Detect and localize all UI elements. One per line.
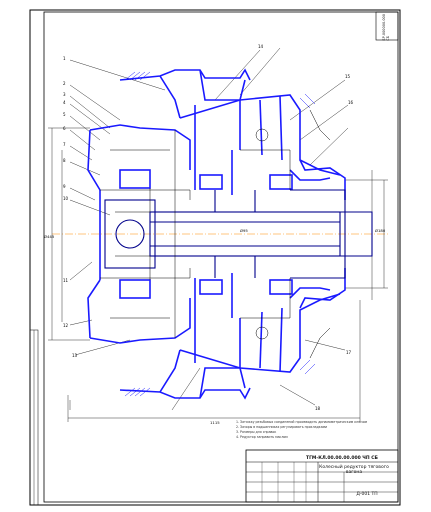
cross-section-upper — [87, 68, 346, 280]
callout-3: 3 — [63, 92, 66, 97]
inner-frame — [43, 11, 399, 503]
note-line: 1. Затяжку резьбовых соединений производ… — [236, 420, 368, 424]
callout-2: 2 — [63, 81, 66, 86]
note-line: 2. Зазоры в подшипниках регулировать про… — [236, 425, 328, 429]
callout-14: 14 — [258, 44, 264, 49]
side-stamp-box — [375, 11, 399, 41]
hatching — [124, 71, 316, 397]
thin-detail-lines — [100, 109, 331, 359]
callout-11: 11 — [63, 278, 69, 283]
dimension-lines — [48, 127, 388, 422]
callout-8: 8 — [63, 158, 66, 163]
callout-18: 18 — [315, 406, 321, 411]
stamp-number: Д-001 ТП — [356, 492, 378, 497]
stamp-code: ТГМ-КЛ.00.00.00.000 ЧП СБ — [306, 456, 378, 461]
leader-lines — [69, 47, 349, 411]
callout-5: 5 — [63, 112, 66, 117]
callout-12: 12 — [63, 323, 69, 328]
dimension-labels: 1115 Ø95 Ø180 Ø445 — [44, 228, 386, 425]
callout-13: 13 — [72, 353, 78, 358]
callout-labels: 1 2 3 4 5 6 7 8 9 10 11 12 13 14 15 16 1… — [63, 44, 354, 411]
dim-overall-length: 1115 — [210, 420, 220, 425]
title-block — [245, 449, 399, 503]
callout-17: 17 — [346, 350, 352, 355]
dim-left-height: Ø445 — [44, 234, 55, 239]
callout-6: 6 — [63, 126, 66, 131]
stamp-title: Колесный редуктор тягового вагона — [319, 465, 389, 475]
callout-1: 1 — [63, 56, 66, 61]
callout-15: 15 — [345, 74, 351, 79]
callout-7: 7 — [63, 142, 66, 147]
dim-right-dia: Ø180 — [375, 228, 386, 233]
dim-shaft-dia: Ø95 — [240, 228, 248, 233]
callout-10: 10 — [63, 196, 69, 201]
callout-9: 9 — [63, 184, 66, 189]
callout-16: 16 — [348, 100, 354, 105]
side-stamp: БР.000000.000 СБ — [376, 14, 398, 41]
note-line: 3. Размеры для справок — [236, 430, 277, 434]
side-stamp-text: БР.000000.000 СБ — [382, 14, 390, 41]
shaft-assembly — [104, 189, 373, 279]
callout-4: 4 — [63, 100, 66, 105]
cross-section-lower — [87, 268, 346, 400]
technical-notes: 1. Затяжку резьбовых соединений производ… — [236, 420, 396, 440]
note-line: 4. Редуктор заправить маслом — [236, 435, 288, 439]
